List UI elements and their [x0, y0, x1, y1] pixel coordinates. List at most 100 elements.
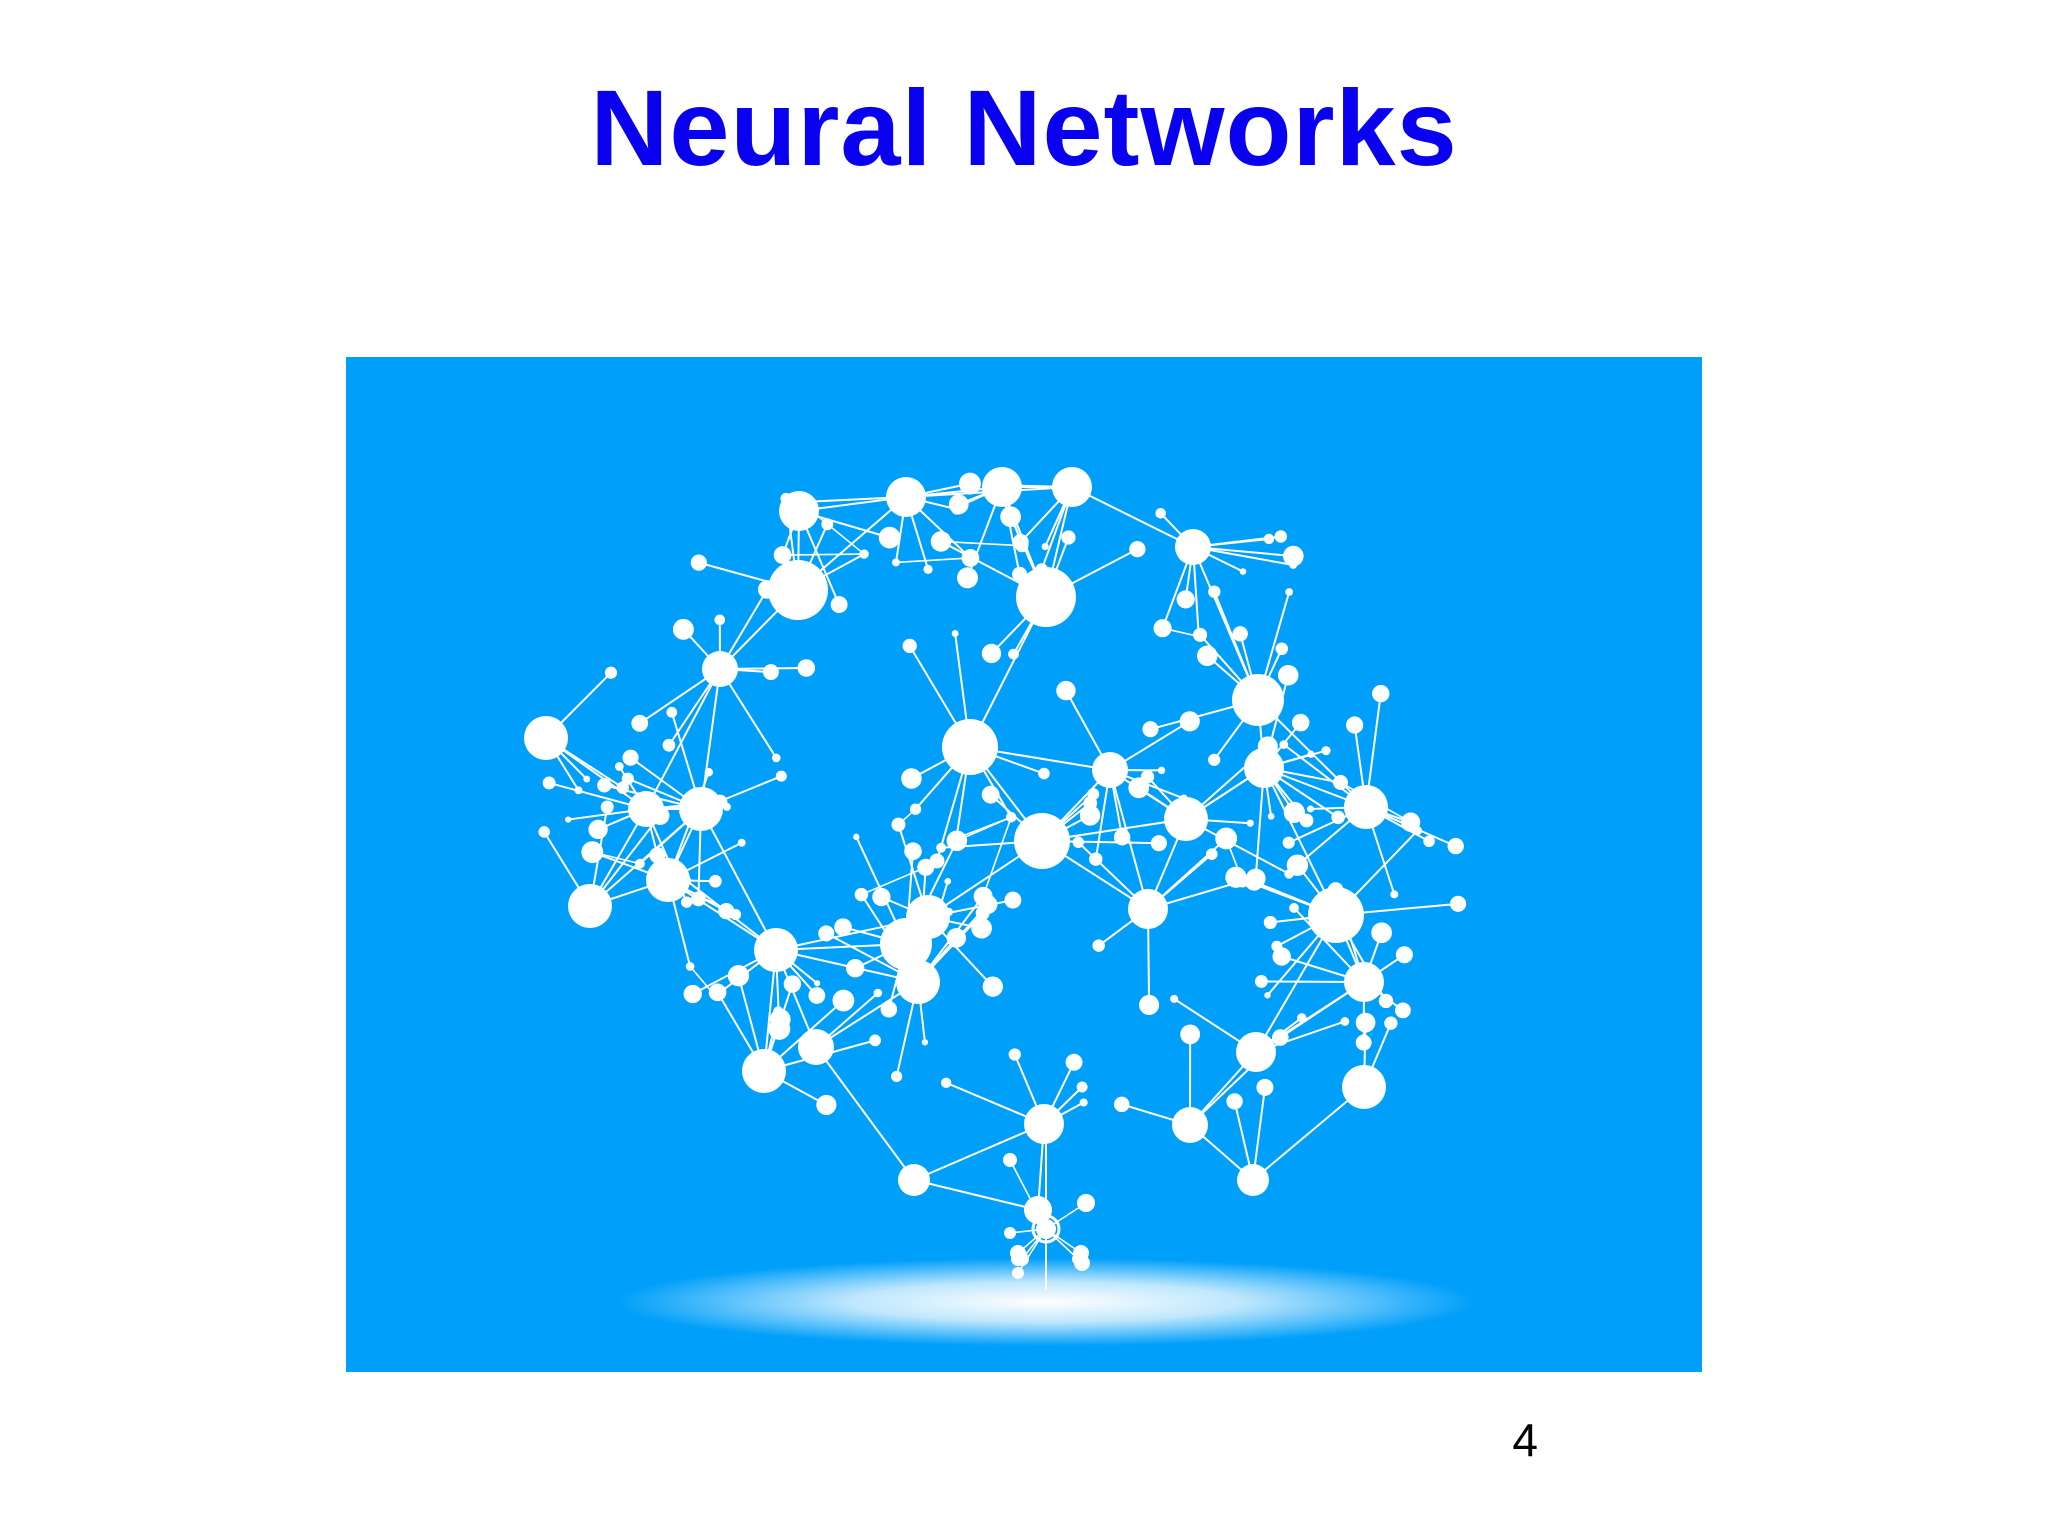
network-node [959, 472, 981, 495]
network-node [1092, 939, 1105, 952]
network-node [816, 1094, 837, 1115]
network-node [830, 596, 848, 614]
network-node [1285, 588, 1294, 596]
network-node [722, 802, 731, 811]
network-node [1003, 1153, 1017, 1167]
network-node [1004, 891, 1022, 909]
network-node [1297, 1013, 1307, 1023]
network-hub-node [1092, 752, 1128, 788]
network-hub-node [886, 477, 926, 517]
network-hub-node [646, 858, 690, 902]
network-node [1274, 530, 1288, 543]
network-node [1291, 713, 1310, 732]
network-node [708, 983, 727, 1002]
network-node [1246, 819, 1254, 827]
network-node [1012, 1267, 1024, 1279]
network-hub-node [1342, 1065, 1386, 1109]
network-node [814, 980, 821, 987]
network-node [1061, 530, 1076, 545]
network-node [600, 800, 614, 814]
network-hub-node [880, 918, 932, 970]
network-node [821, 518, 834, 531]
network-node [762, 664, 779, 681]
network-node [981, 643, 1002, 664]
network-hub-node [568, 884, 612, 928]
network-node [737, 838, 746, 847]
network-node [930, 531, 952, 552]
network-edge [1252, 1086, 1365, 1181]
network-node [775, 770, 787, 782]
floor-glow [616, 1258, 1476, 1346]
network-node [1004, 1227, 1016, 1239]
network-node [1333, 775, 1349, 790]
page-number: 4 [1512, 1414, 1538, 1466]
network-hub-node [942, 719, 998, 775]
network-node [1275, 642, 1289, 656]
network-node [1384, 1016, 1398, 1030]
network-node [846, 959, 865, 978]
network-node [818, 925, 835, 942]
network-node [951, 630, 959, 637]
network-node [1232, 626, 1248, 642]
network-node [1423, 835, 1435, 848]
network-node [1346, 716, 1364, 734]
network-hub-node [1344, 785, 1388, 829]
network-hub-node [779, 491, 819, 531]
network-edge [982, 816, 1012, 898]
network-hub-node [702, 651, 738, 687]
network-node [797, 659, 816, 677]
network-node [691, 891, 706, 907]
network-node [891, 558, 900, 567]
network-node [1447, 837, 1464, 855]
network-node [1008, 1048, 1021, 1061]
network-node [1245, 868, 1266, 889]
network-node [1208, 585, 1221, 598]
network-hub-node [1016, 567, 1076, 627]
network-node [1114, 1096, 1130, 1113]
network-hub-node [1344, 962, 1384, 1002]
network-node [1306, 805, 1315, 813]
network-edge [1192, 546, 1259, 701]
network-edge [700, 668, 721, 810]
network-node [873, 988, 883, 998]
network-node [588, 819, 608, 840]
network-node [727, 965, 750, 987]
network-node [1286, 854, 1309, 876]
network-node [622, 749, 639, 766]
network-node [946, 830, 968, 852]
network-hub-node [1052, 467, 1092, 507]
network-node [1089, 852, 1103, 866]
network-node [1450, 895, 1467, 912]
network-hub-node [679, 787, 723, 831]
network-node [834, 918, 852, 936]
network-node [1263, 533, 1275, 545]
network-node [634, 858, 645, 869]
network-node [880, 1001, 898, 1018]
network-node [971, 917, 992, 939]
network-node [709, 874, 722, 888]
network-hub-node [742, 1049, 786, 1093]
network-node [902, 638, 917, 654]
network-edge [781, 553, 865, 556]
network-hub-node [898, 1164, 930, 1196]
network-node [1371, 922, 1392, 944]
network-edge [940, 540, 1023, 547]
network-node [957, 567, 979, 589]
network-node [1128, 777, 1150, 799]
network-node [1157, 766, 1166, 775]
network-node [1321, 746, 1331, 756]
network-node [672, 618, 694, 640]
network-node [1011, 1252, 1025, 1266]
network-node [1395, 946, 1413, 964]
network-node [1395, 1002, 1411, 1019]
network-node [1056, 680, 1076, 701]
network-edge [860, 866, 927, 896]
network-node [583, 775, 591, 783]
network-node [1041, 542, 1049, 551]
network-node [808, 987, 826, 1004]
network-node [1263, 915, 1277, 930]
network-node [832, 989, 855, 1012]
network-hub-node [798, 1029, 834, 1065]
network-node [921, 1039, 929, 1046]
